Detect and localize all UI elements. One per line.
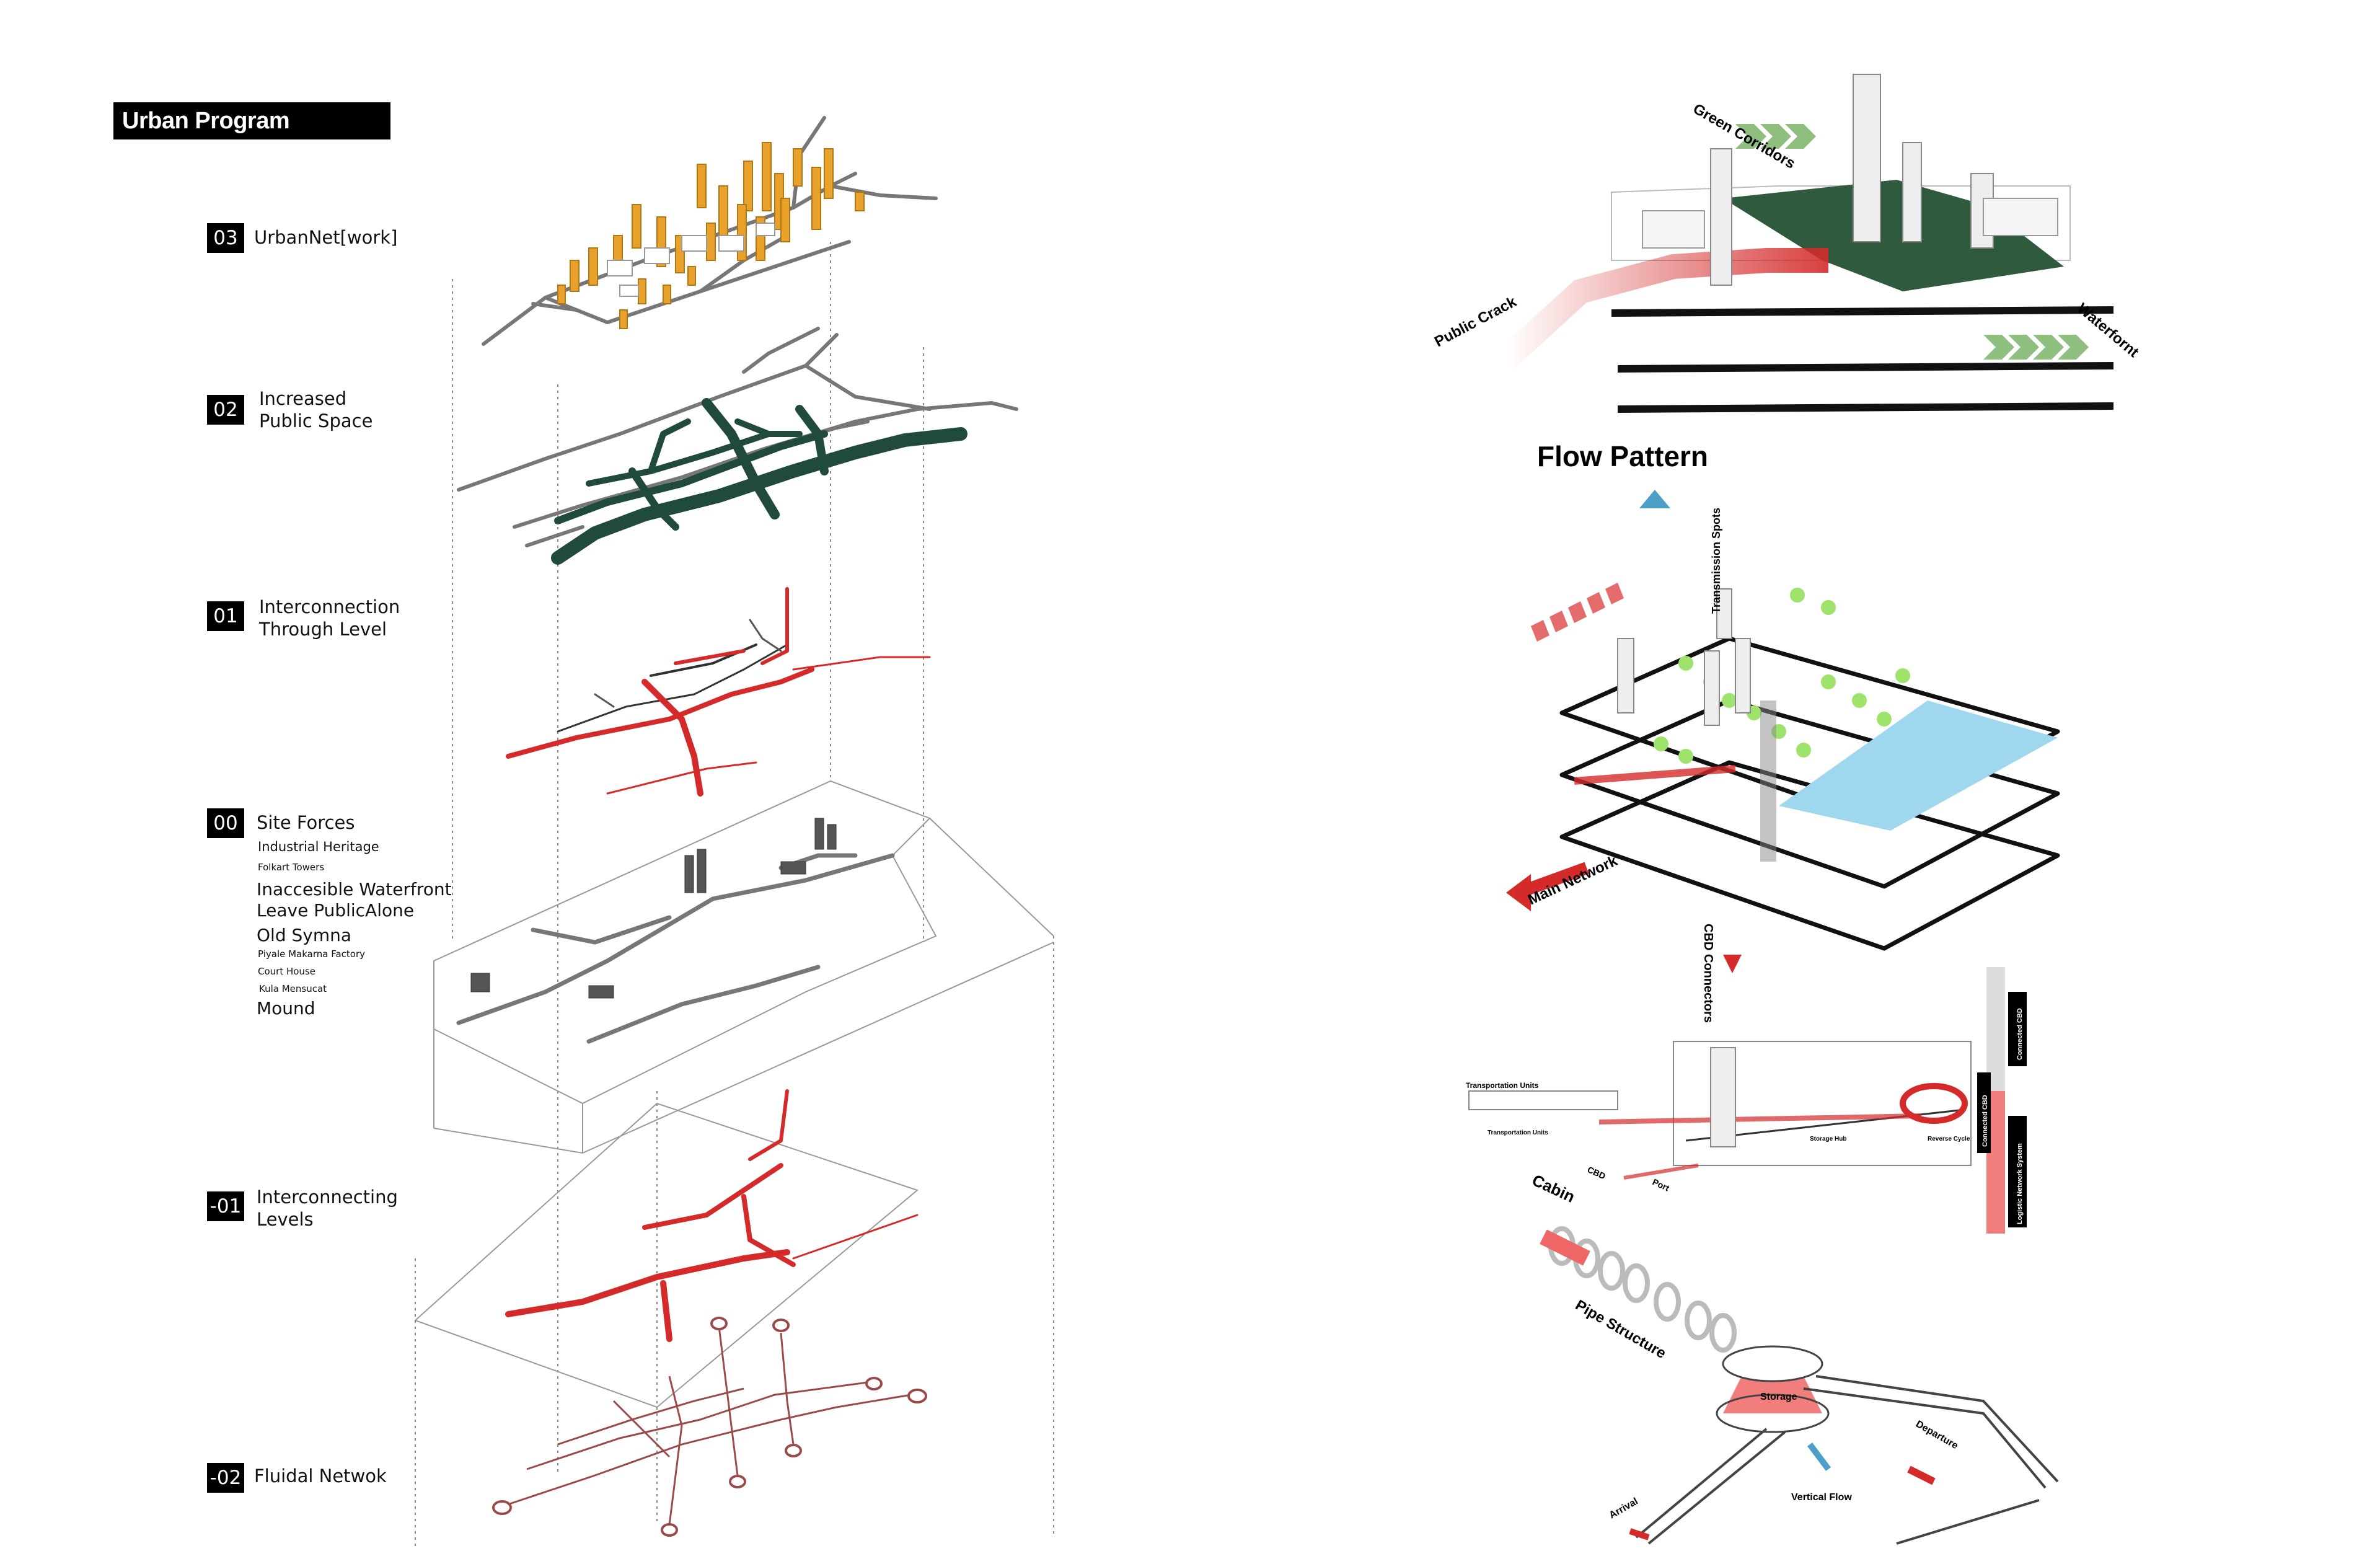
panel-title: Urban Program xyxy=(113,102,390,139)
level-label-03: UrbanNet[work] xyxy=(254,227,398,248)
level-01-network xyxy=(506,587,931,797)
level-03-buildings xyxy=(607,223,775,297)
top-block xyxy=(1497,74,2114,413)
level-label-01-line1: Interconnection xyxy=(259,596,400,617)
red-stripes xyxy=(1531,583,1624,642)
storage-hub xyxy=(1629,1345,2059,1545)
transportation-units-label-2: Transportation Units xyxy=(1488,1129,1548,1136)
legend-tag-connected-cbd-2 xyxy=(1977,1072,1991,1153)
transmission-spots-label: Transmission Spots xyxy=(1710,508,1722,614)
level-label-minus01-line1: Interconnecting xyxy=(257,1186,398,1208)
flow-stack xyxy=(1559,636,2060,951)
connected-cbd-label: Connected CBD xyxy=(2016,1008,2024,1060)
port-label: Port xyxy=(1651,1177,1671,1193)
level-label-02-line1: Increased xyxy=(259,388,347,409)
reverse-cycle-label: Reverse Cycle xyxy=(1928,1136,1970,1142)
public-crack-label: Public Crack xyxy=(1432,293,1520,350)
level-badge-minus01: -01 xyxy=(207,1191,244,1221)
cbd-label: CBD xyxy=(1586,1164,1607,1181)
legend-tag-connected-cbd xyxy=(2008,992,2027,1066)
core-shaft xyxy=(1760,700,1776,862)
vertical-flow-label: Vertical Flow xyxy=(1791,1492,1852,1503)
level-badge-01: 01 xyxy=(207,601,244,631)
legend-tag-logistic xyxy=(2008,1116,2027,1227)
flow-pattern-title: Flow Pattern xyxy=(1537,440,1708,472)
level-00-site xyxy=(433,780,1054,1154)
level-minus01-network xyxy=(505,1089,919,1342)
pipe-cabin xyxy=(1540,1229,1590,1266)
level-badge-03: 03 xyxy=(207,223,244,253)
site-force-item: Mound xyxy=(257,998,315,1019)
connected-cbd-label-2: Connected CBD xyxy=(1981,1095,1989,1147)
site-force-item: Piyale Makarna Factory xyxy=(258,948,366,960)
site-force-item: Old Symna xyxy=(257,925,352,945)
level-minus02-network xyxy=(501,1326,912,1526)
site-force-item: Industrial Heritage xyxy=(258,839,379,854)
arrival-label: Arrival xyxy=(1608,1496,1640,1521)
site-force-item: Folkart Towers xyxy=(258,862,325,873)
departure-label: Departure xyxy=(1914,1419,1960,1452)
water-area xyxy=(1779,700,2058,831)
flow-green-dots xyxy=(1654,588,1910,764)
level-minus02-nodes xyxy=(492,1317,927,1537)
reverse-cycle-loop xyxy=(1900,1083,1968,1124)
level-label-minus01-line2: Levels xyxy=(257,1209,314,1230)
level-label-01-line2: Through Level xyxy=(259,619,387,640)
level-03-columns xyxy=(557,142,865,329)
level-label-02-line2: Public Space xyxy=(259,410,373,431)
green-chevrons xyxy=(1735,124,2089,360)
legend-bar-cbd xyxy=(1986,967,2005,1091)
level-badge-00: 00 xyxy=(207,808,244,838)
level-02-green xyxy=(551,398,967,565)
logistic-network-label: Logistic Network System xyxy=(2016,1143,2024,1224)
level-badge-02: 02 xyxy=(207,395,244,425)
flow-towers xyxy=(1617,588,1751,726)
level-label-minus02: Fluidal Netwok xyxy=(254,1465,387,1487)
cabin-label: Cabin xyxy=(1529,1170,1577,1206)
storage-hub-label: Storage Hub xyxy=(1810,1136,1846,1142)
level-badge-minus02: -02 xyxy=(207,1463,244,1493)
site-force-item: Inaccesible Waterfront xyxy=(257,879,452,899)
storage-label: Storage xyxy=(1760,1392,1797,1402)
level-00-roads xyxy=(456,853,895,1044)
site-force-item: Leave PublicAlone xyxy=(257,900,415,921)
level-00-towers xyxy=(470,818,837,999)
level-minus01-plane xyxy=(414,1102,919,1408)
cbd-connectors-label: CBD Connectors xyxy=(1701,924,1715,1023)
transportation-units-label: Transportation Units xyxy=(1466,1081,1539,1090)
site-force-item: Kula Mensucat xyxy=(259,983,327,994)
site-force-item: Court House xyxy=(258,966,315,977)
level-label-00: Site Forces xyxy=(257,812,355,833)
